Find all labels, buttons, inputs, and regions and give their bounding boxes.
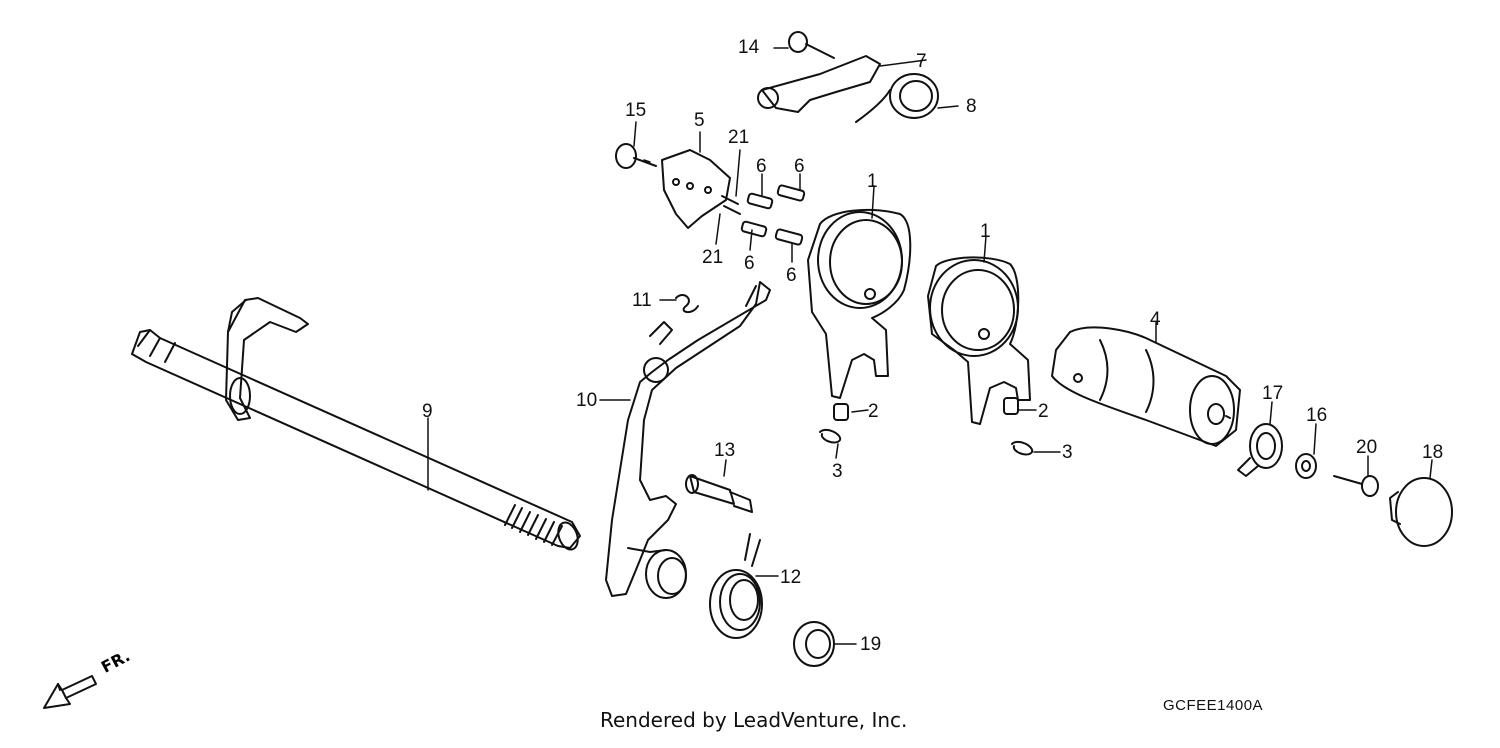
render-credit: Rendered by LeadVenture, Inc. — [600, 708, 908, 732]
callout-10: 10 — [576, 390, 598, 411]
callout-18: 18 — [1422, 442, 1444, 463]
cap-part — [1389, 477, 1453, 547]
callout-2-right: 2 — [1038, 401, 1049, 422]
callout-6-top-left: 6 — [756, 156, 767, 177]
return-spring-part — [709, 533, 763, 639]
callout-3-left: 3 — [832, 461, 843, 482]
shift-fork-left-part — [807, 208, 912, 399]
pin-bolt-part — [685, 474, 753, 513]
spring-11-part — [675, 294, 699, 313]
callout-21-bottom: 21 — [702, 247, 724, 268]
pins-21-part — [721, 195, 741, 215]
gearshift-spindle-part — [131, 297, 581, 551]
bolt-14-part — [788, 31, 835, 59]
shift-fork-right-part — [927, 256, 1031, 425]
bolt-15-part — [615, 143, 657, 169]
callout-1-left: 1 — [867, 171, 878, 192]
callout-20: 20 — [1356, 437, 1378, 458]
callout-12: 12 — [780, 567, 802, 588]
callout-6-bottom-left: 6 — [744, 253, 755, 274]
callout-6-bottom-right: 6 — [786, 265, 797, 286]
callout-1-right: 1 — [980, 221, 991, 242]
callout-7: 7 — [916, 51, 927, 72]
spring-8-part — [855, 73, 939, 123]
diagram-code: GCFEE1400A — [1163, 697, 1264, 714]
front-direction-arrow-icon — [43, 675, 97, 709]
callout-15: 15 — [625, 100, 647, 121]
callout-2-left: 2 — [868, 401, 879, 422]
callout-6-top-right: 6 — [794, 156, 805, 177]
callout-4: 4 — [1150, 309, 1161, 330]
callout-16: 16 — [1306, 405, 1328, 426]
stopper-arm-part — [757, 55, 881, 113]
bolt-20-part — [1333, 475, 1379, 497]
stopper-plate-part — [661, 149, 731, 229]
callout-3-right: 3 — [1062, 442, 1073, 463]
clips-part — [819, 428, 1034, 456]
leader-lines — [427, 47, 1433, 645]
callout-5: 5 — [694, 110, 705, 131]
washer-part — [1295, 453, 1317, 479]
guide-pins-part — [833, 397, 1019, 421]
callout-21-top: 21 — [728, 127, 750, 148]
callout-14: 14 — [738, 37, 760, 58]
callout-17: 17 — [1262, 383, 1284, 404]
oil-seal-part — [793, 621, 835, 667]
callout-9: 9 — [422, 401, 433, 422]
callout-13: 13 — [714, 440, 736, 461]
bearing-plate-part — [1237, 423, 1283, 477]
callout-8: 8 — [966, 96, 977, 117]
callout-11: 11 — [632, 290, 652, 311]
gearshift-arm-part — [605, 281, 771, 599]
callout-19: 19 — [860, 634, 882, 655]
shift-drum-part — [1051, 326, 1241, 447]
